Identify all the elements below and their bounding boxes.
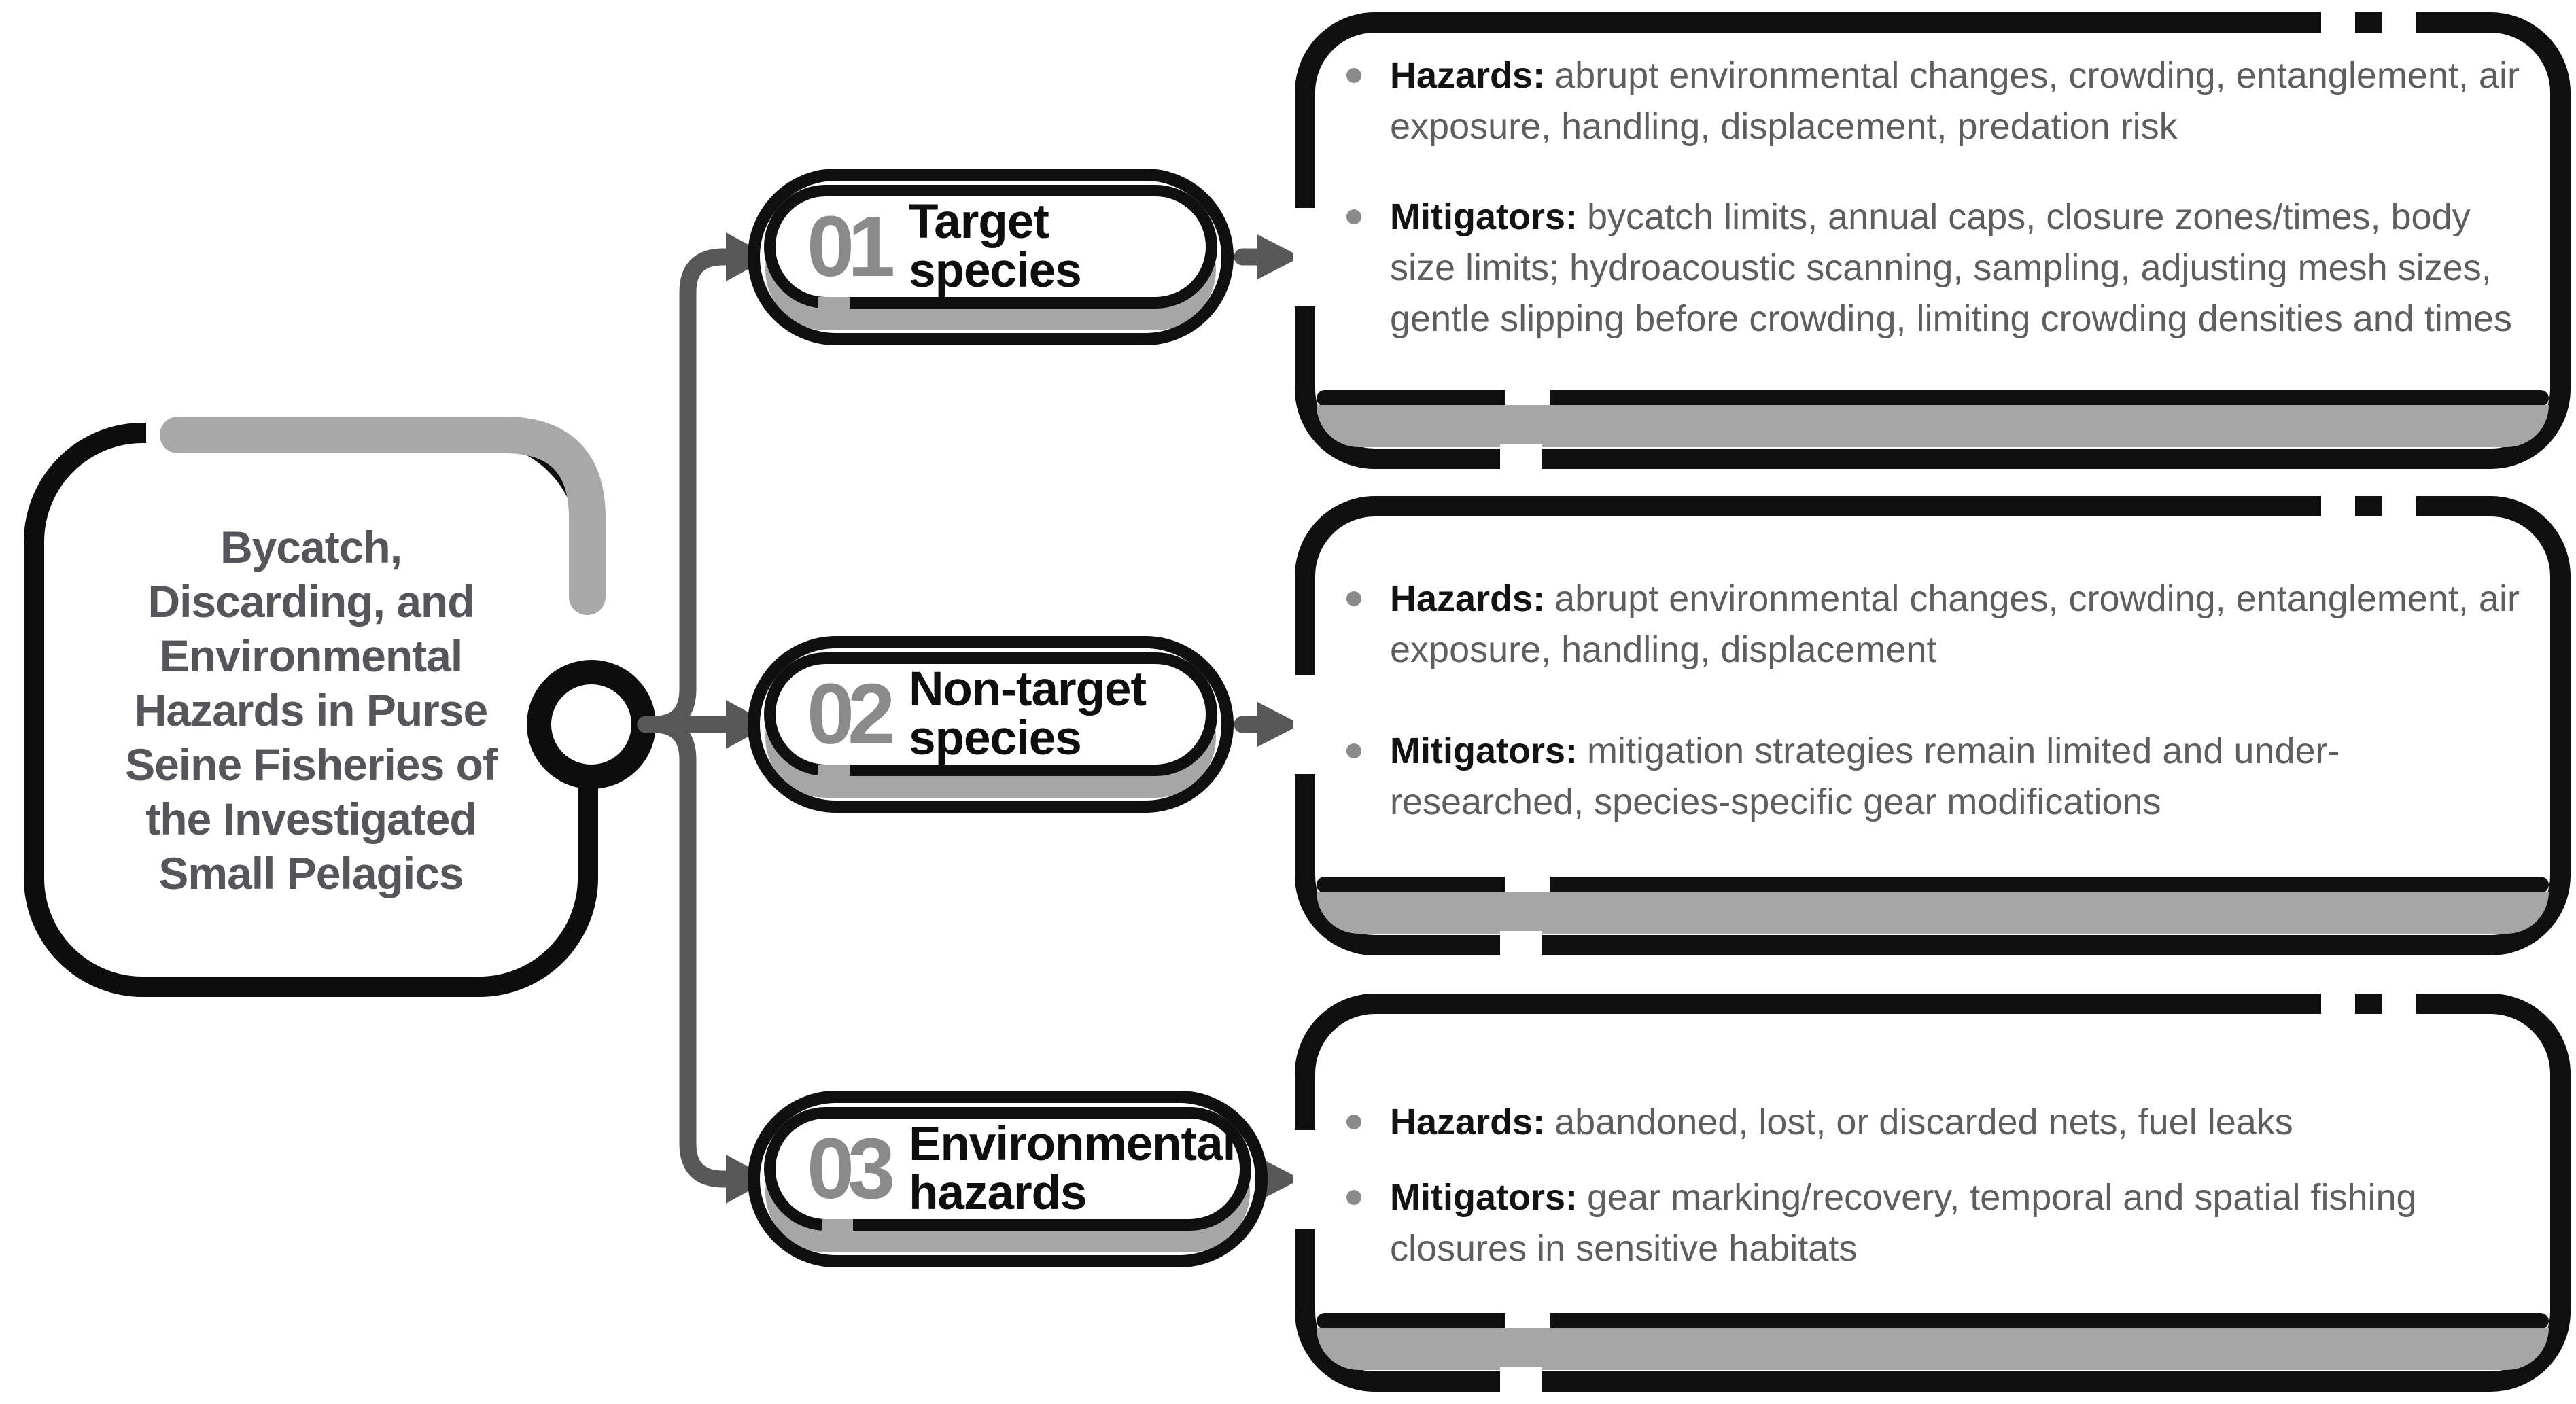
border-gap-mask xyxy=(2382,10,2416,37)
border-gap-mask xyxy=(2382,991,2416,1018)
node-inner: 01 Target species xyxy=(764,185,1217,310)
node-label: Environmental hazards xyxy=(909,1117,1236,1220)
card-target-species: Hazards:abrupt environmental changes, cr… xyxy=(1293,10,2571,472)
border-gap-mask xyxy=(2382,493,2416,521)
list-item: Hazards:abandoned, lost, or discarded ne… xyxy=(1341,1097,2530,1148)
list-item: Mitigators:bycatch limits, annual caps, … xyxy=(1341,192,2530,345)
border-gap-mask xyxy=(1293,1130,1319,1229)
node-number: 03 xyxy=(807,1121,895,1216)
bullet-label: Mitigators: xyxy=(1390,731,1578,771)
node-label: Target species xyxy=(909,195,1082,298)
border-gap-mask xyxy=(838,798,878,801)
bullet-text: abandoned, lost, or discarded nets, fuel… xyxy=(1554,1102,2293,1142)
border-gap-mask xyxy=(2321,493,2355,521)
bullet-text: abrupt environmental changes, crowding, … xyxy=(1390,55,2520,147)
list-item: Hazards:abrupt environmental changes, cr… xyxy=(1341,50,2530,152)
node-inner: 02 Non-target species xyxy=(764,652,1217,777)
border-gap-mask xyxy=(146,416,603,447)
bullet-icon xyxy=(1346,1190,1361,1205)
border-gap-mask xyxy=(1293,208,1319,306)
card-inner-line xyxy=(1317,1313,2549,1329)
connector-line-03 xyxy=(637,716,737,1188)
card-inner-line xyxy=(1317,390,2549,406)
node-inner: 03 Environmental hazards xyxy=(764,1107,1251,1232)
border-gap-mask xyxy=(843,1252,884,1255)
card-shadow-band xyxy=(1317,405,2549,447)
card-shadow-band xyxy=(1317,1328,2549,1370)
central-topic-title: Bycatch, Discarding, and Environmental H… xyxy=(125,521,498,898)
border-gap-mask xyxy=(2321,991,2355,1018)
list-item: Mitigators:gear marking/recovery, tempor… xyxy=(1341,1172,2530,1274)
bullet-icon xyxy=(1346,68,1361,83)
bullet-icon xyxy=(1346,743,1361,758)
node-number: 02 xyxy=(807,666,895,762)
bullet-label: Hazards: xyxy=(1390,578,1546,619)
node-non-target-species: 02 Non-target species xyxy=(748,636,1234,813)
connector-line-01 xyxy=(637,248,737,733)
border-gap-mask xyxy=(1126,648,1162,651)
border-gap-mask xyxy=(818,765,850,777)
bullet-text: mitigation strategies remain limited and… xyxy=(1390,731,2340,822)
bullet-icon xyxy=(1346,209,1361,224)
border-gap-mask xyxy=(818,297,850,310)
border-gap-mask xyxy=(571,579,604,678)
card-inner-line xyxy=(1317,877,2549,893)
bullet-text: gear marking/recovery, temporal and spat… xyxy=(1390,1177,2417,1269)
card-shadow-band xyxy=(1317,892,2549,934)
card-content: Hazards:abrupt environmental changes, cr… xyxy=(1341,33,2530,345)
card-non-target-species: Hazards:abrupt environmental changes, cr… xyxy=(1293,493,2571,958)
border-gap-mask xyxy=(2321,10,2355,37)
bullet-label: Hazards: xyxy=(1390,55,1546,96)
border-gap-mask xyxy=(1293,675,1319,774)
bullet-icon xyxy=(1346,591,1361,606)
border-gap-mask xyxy=(822,1219,854,1232)
node-label: Non-target species xyxy=(909,663,1147,765)
bullet-icon xyxy=(1346,1115,1361,1129)
border-gap-mask xyxy=(1155,1103,1191,1106)
border-gap-mask xyxy=(1500,1367,1542,1394)
node-environmental-hazards: 03 Environmental hazards xyxy=(748,1091,1268,1267)
card-content: Hazards:abrupt environmental changes, cr… xyxy=(1341,516,2530,828)
list-item: Mitigators:mitigation strategies remain … xyxy=(1341,726,2530,828)
card-content: Hazards:abandoned, lost, or discarded ne… xyxy=(1341,1014,2530,1274)
bullet-label: Mitigators: xyxy=(1390,196,1578,237)
bullet-label: Mitigators: xyxy=(1390,1177,1578,1218)
bullet-text: abrupt environmental changes, crowding, … xyxy=(1390,578,2520,670)
node-target-species: 01 Target species xyxy=(748,169,1234,345)
central-topic-box: Bycatch, Discarding, and Environmental H… xyxy=(24,423,598,997)
bullet-label: Hazards: xyxy=(1390,1102,1546,1142)
border-gap-mask xyxy=(1126,181,1162,183)
border-gap-mask xyxy=(838,330,878,333)
bullet-text: bycatch limits, annual caps, closure zon… xyxy=(1390,196,2512,339)
node-number: 01 xyxy=(807,198,895,294)
border-gap-mask xyxy=(1500,931,1542,958)
card-environmental-hazards: Hazards:abandoned, lost, or discarded ne… xyxy=(1293,991,2571,1394)
list-item: Hazards:abrupt environmental changes, cr… xyxy=(1341,574,2530,675)
border-gap-mask xyxy=(1500,444,1542,472)
